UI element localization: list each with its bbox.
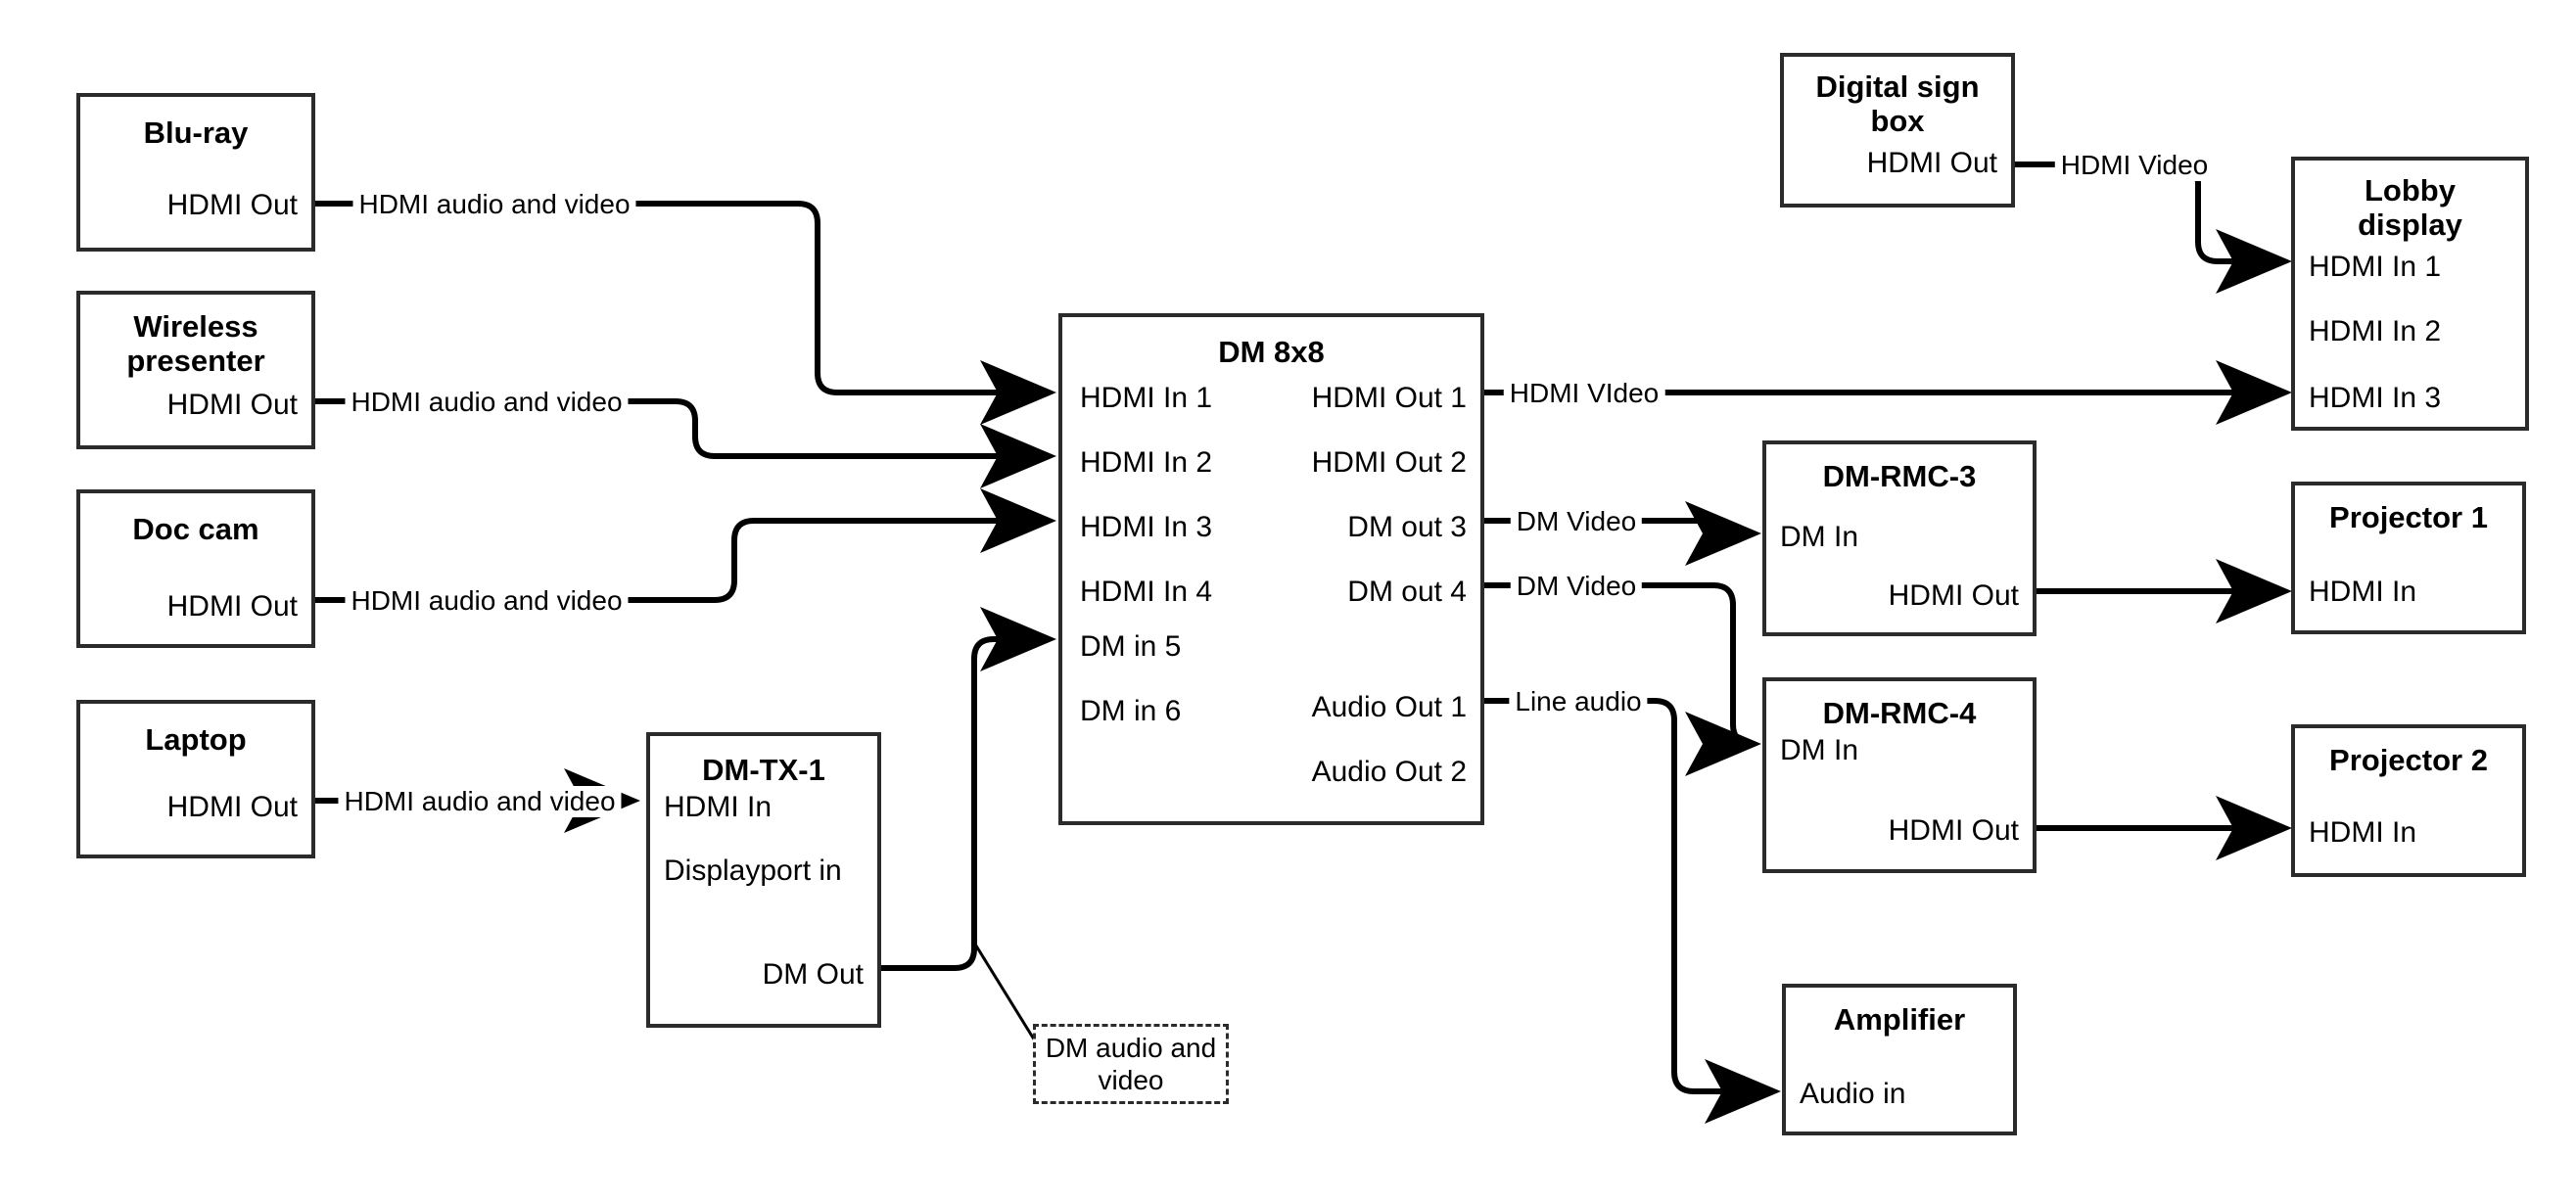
- node-dm-rmc-3[interactable]: DM-RMC-3 DM In HDMI Out: [1762, 440, 2037, 636]
- node-dm-rmc-4-port-dm-in: DM In: [1780, 734, 1859, 766]
- node-dm-8x8[interactable]: DM 8x8 HDMI In 1 HDMI In 2 HDMI In 3 HDM…: [1058, 313, 1484, 825]
- wire-dm-out-4-to-rmc4: [1484, 582, 1761, 776]
- node-laptop[interactable]: Laptop HDMI Out: [76, 700, 315, 858]
- node-dm-rmc-4[interactable]: DM-RMC-4 DM In HDMI Out: [1762, 677, 2037, 873]
- node-dm-8x8-input-dm-in-5: DM in 5: [1080, 630, 1182, 663]
- node-projector-1-title: Projector 1: [2329, 500, 2488, 534]
- node-bluray-port-hdmi-out: HDMI Out: [166, 189, 298, 221]
- node-dm-rmc-4-title: DM-RMC-4: [1822, 696, 1977, 730]
- node-dm-8x8-output-dm-out-3: DM out 3: [1347, 511, 1467, 543]
- node-dm-tx-1-port-displayport-in: Displayport in: [664, 855, 842, 887]
- node-dm-8x8-input-dm-in-6: DM in 6: [1080, 695, 1182, 727]
- node-dm-rmc-4-port-hdmi-out: HDMI Out: [1888, 814, 2019, 847]
- edge-label-dm-out-4-to-rmc4: DM Video: [1510, 571, 1643, 602]
- node-projector-2-title: Projector 2: [2329, 743, 2488, 777]
- edge-label-bluray-to-hdmi-in-1: HDMI audio and video: [352, 189, 636, 220]
- node-bluray[interactable]: Blu-ray HDMI Out: [76, 93, 315, 252]
- node-laptop-title: Laptop: [145, 722, 247, 757]
- node-digital-sign-box[interactable]: Digital sign box HDMI Out: [1780, 53, 2015, 208]
- node-dm-tx-1-title: DM-TX-1: [702, 753, 825, 787]
- edge-label-hdmi-out-1-to-lobby: HDMI VIdeo: [1503, 378, 1665, 409]
- node-wireless-presenter-port-hdmi-out: HDMI Out: [166, 389, 298, 421]
- node-amplifier-port-audio-in: Audio in: [1800, 1078, 1906, 1110]
- node-dm-8x8-output-audio-out-1: Audio Out 1: [1311, 691, 1467, 723]
- node-lobby-display-input-hdmi-in-1: HDMI In 1: [2309, 251, 2442, 283]
- node-projector-1[interactable]: Projector 1 HDMI In: [2291, 482, 2526, 634]
- node-digital-sign-box-title: Digital sign box: [1815, 69, 1980, 138]
- edge-label-audio-out-1-to-amplifier: Line audio: [1509, 686, 1648, 717]
- node-dm-8x8-output-dm-out-4: DM out 4: [1347, 576, 1467, 608]
- node-laptop-port-hdmi-out: HDMI Out: [166, 791, 298, 823]
- node-doc-cam-title: Doc cam: [132, 512, 259, 546]
- node-dm-tx-1[interactable]: DM-TX-1 HDMI In Displayport in DM Out: [646, 732, 881, 1028]
- node-dm-tx-1-port-hdmi-in: HDMI In: [664, 791, 773, 823]
- wire-bluray-to-hdmi-in-1: [315, 201, 1056, 425]
- callout-leader-line: [972, 942, 1038, 1043]
- node-lobby-display-title: Lobby display: [2358, 173, 2462, 242]
- node-dm-8x8-output-hdmi-out-1: HDMI Out 1: [1311, 382, 1467, 414]
- node-dm-8x8-input-hdmi-in-2: HDMI In 2: [1080, 446, 1213, 479]
- wire-audio-out-1-to-amplifier: [1484, 698, 1781, 1124]
- node-doc-cam[interactable]: Doc cam HDMI Out: [76, 489, 315, 648]
- node-dm-rmc-3-port-hdmi-out: HDMI Out: [1888, 579, 2019, 612]
- edge-label-signbox-to-lobby: HDMI Video: [2054, 150, 2215, 181]
- node-projector-1-port-hdmi-in: HDMI In: [2309, 576, 2417, 608]
- edge-label-doccam-to-hdmi-in-3: HDMI audio and video: [345, 585, 629, 617]
- node-wireless-presenter-title: Wireless presenter: [126, 309, 265, 378]
- edge-label-laptop-to-dmtx1: HDMI audio and video: [338, 786, 622, 817]
- node-doc-cam-port-hdmi-out: HDMI Out: [166, 590, 298, 623]
- wire-doccam-to-hdmi-in-3: [315, 488, 1056, 603]
- node-digital-sign-box-port-hdmi-out: HDMI Out: [1866, 147, 1997, 179]
- node-dm-rmc-3-port-dm-in: DM In: [1780, 521, 1859, 553]
- node-amplifier[interactable]: Amplifier Audio in: [1782, 984, 2017, 1135]
- node-dm-8x8-title: DM 8x8: [1218, 335, 1325, 369]
- wire-dmtx1-to-dm-in-5: [881, 607, 1056, 971]
- node-projector-2-port-hdmi-in: HDMI In: [2309, 816, 2417, 849]
- node-dm-rmc-3-title: DM-RMC-3: [1822, 459, 1977, 493]
- node-lobby-display[interactable]: Lobby display HDMI In 1 HDMI In 2 HDMI I…: [2291, 157, 2529, 431]
- node-lobby-display-input-hdmi-in-2: HDMI In 2: [2309, 315, 2442, 347]
- node-projector-2[interactable]: Projector 2 HDMI In: [2291, 724, 2526, 877]
- node-bluray-title: Blu-ray: [143, 115, 249, 150]
- node-dm-8x8-output-hdmi-out-2: HDMI Out 2: [1311, 446, 1467, 479]
- node-wireless-presenter[interactable]: Wireless presenter HDMI Out: [76, 291, 315, 449]
- wire-dm-out-3-to-rmc3: [1484, 501, 1761, 566]
- node-dm-tx-1-port-dm-out: DM Out: [762, 958, 864, 991]
- edge-label-dm-out-3-to-rmc3: DM Video: [1510, 506, 1643, 537]
- node-dm-8x8-input-hdmi-in-4: HDMI In 4: [1080, 576, 1213, 608]
- node-dm-8x8-input-hdmi-in-1: HDMI In 1: [1080, 382, 1213, 414]
- edge-label-wireless-to-hdmi-in-2: HDMI audio and video: [345, 387, 629, 418]
- node-dm-8x8-input-hdmi-in-3: HDMI In 3: [1080, 511, 1213, 543]
- node-dm-8x8-output-audio-out-2: Audio Out 2: [1311, 756, 1467, 788]
- callout-dm-audio-and-video: DM audio and video: [1033, 1024, 1229, 1104]
- node-lobby-display-input-hdmi-in-3: HDMI In 3: [2309, 382, 2442, 414]
- node-amplifier-title: Amplifier: [1833, 1002, 1966, 1037]
- wire-wireless-to-hdmi-in-2: [315, 398, 1056, 488]
